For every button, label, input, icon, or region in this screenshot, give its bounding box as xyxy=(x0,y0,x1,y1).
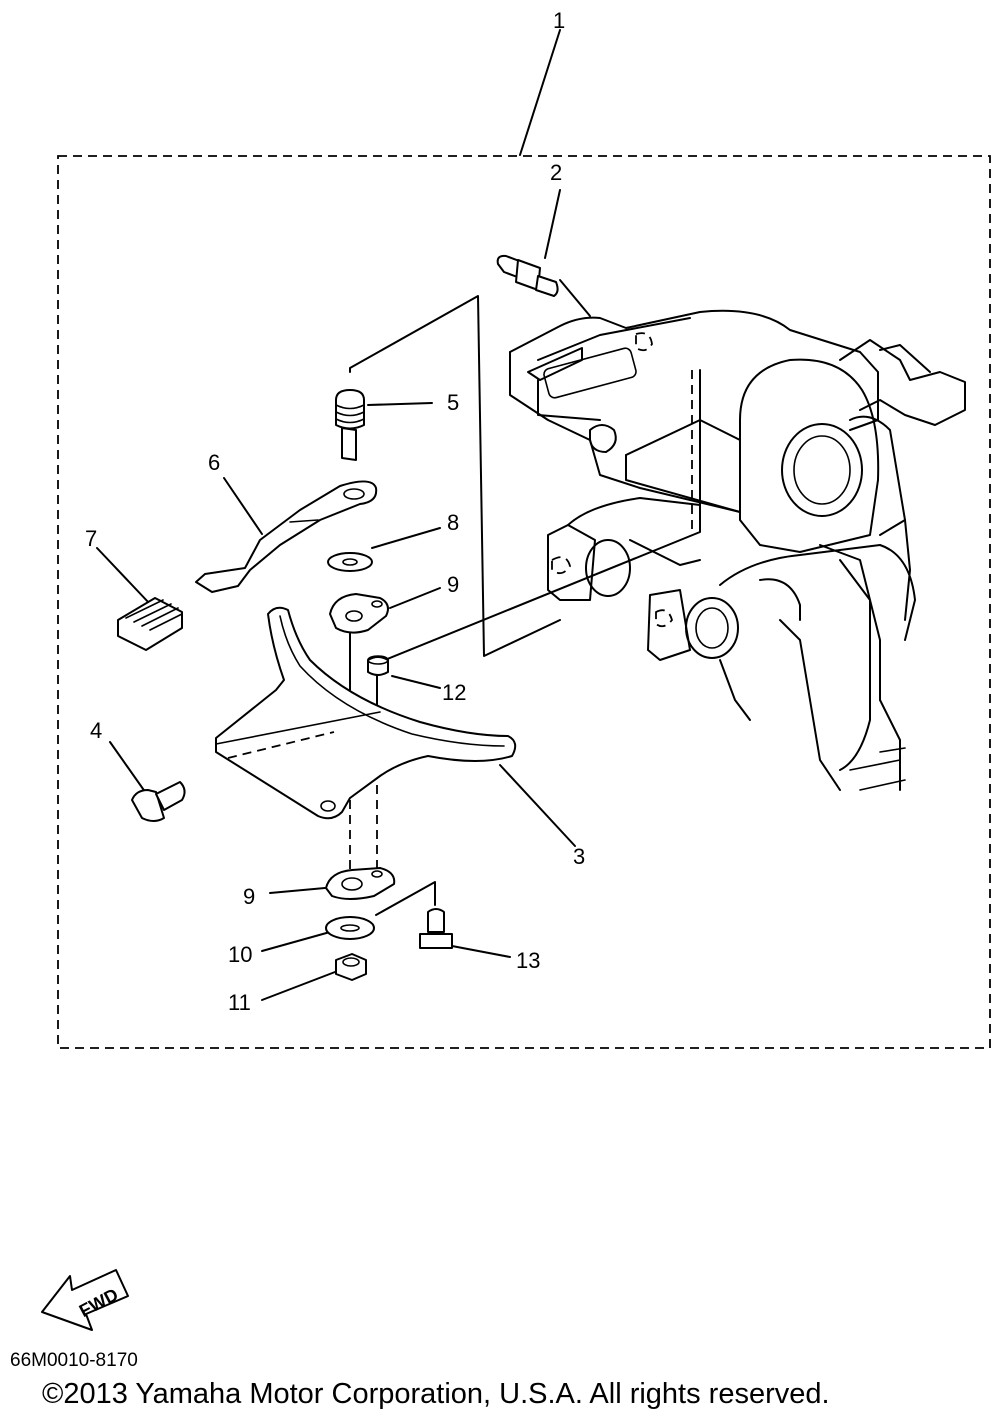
callout-13: 13 xyxy=(516,948,540,973)
callout-9-upper: 9 xyxy=(447,572,459,597)
part-2-hose-nipple xyxy=(496,254,559,297)
callout-9-lower: 9 xyxy=(243,884,255,909)
part-8-washer xyxy=(327,552,373,572)
callout-11: 11 xyxy=(228,990,251,1015)
part-7-grip xyxy=(117,597,183,651)
part-5-screw xyxy=(335,389,365,461)
callout-5: 5 xyxy=(447,390,459,415)
callout-3: 3 xyxy=(573,844,585,869)
callout-labels: 1 2 3 4 5 6 7 8 9 9 10 11 12 13 xyxy=(85,8,585,1015)
callout-10: 10 xyxy=(228,942,252,967)
part-12-collar xyxy=(367,655,389,676)
callout-2: 2 xyxy=(550,160,562,185)
callout-7: 7 xyxy=(85,526,97,551)
clamp-bracket-outline xyxy=(509,309,966,791)
part-9-plate-upper xyxy=(329,593,389,634)
part-3-bracket xyxy=(215,606,517,820)
part-6-plate xyxy=(195,480,378,593)
part-4-bolt xyxy=(131,781,186,822)
drawing-code: 66M0010-8170 xyxy=(10,1350,138,1371)
assembly-lines xyxy=(96,29,701,1001)
part-11-nut xyxy=(335,953,367,981)
assembly-boundary xyxy=(57,155,991,1049)
part-10-washer xyxy=(325,916,375,940)
copyright-notice: ©2013 Yamaha Motor Corporation, U.S.A. A… xyxy=(42,1378,830,1410)
part-13-bolt xyxy=(419,908,453,949)
callout-8: 8 xyxy=(447,510,459,535)
callout-6: 6 xyxy=(208,450,220,475)
part-9-plate-lower xyxy=(325,867,396,900)
callout-1: 1 xyxy=(553,8,565,33)
forward-direction-arrow: FWD xyxy=(41,1269,129,1331)
callout-12: 12 xyxy=(442,680,466,705)
callout-4: 4 xyxy=(90,718,102,743)
